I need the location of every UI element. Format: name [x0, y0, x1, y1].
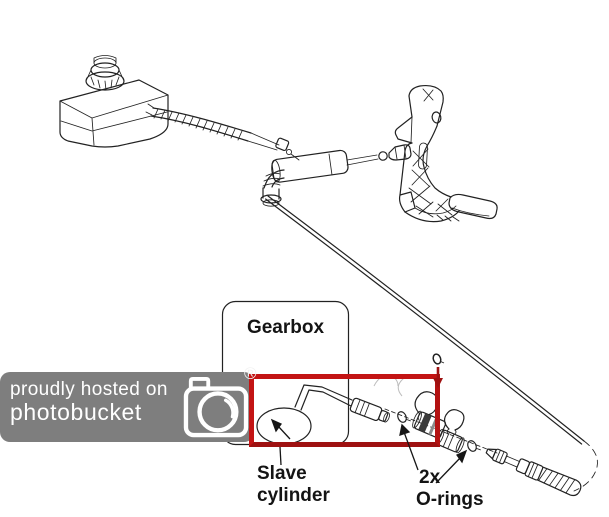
registered-mark: ®	[244, 364, 257, 383]
retaining-clip-icon	[443, 409, 465, 431]
pipe-end-coupling	[485, 448, 582, 497]
watermark-line2: photobucket	[10, 399, 142, 425]
oring-icon	[432, 353, 445, 365]
clutch-pedal	[394, 84, 498, 223]
photobucket-watermark: proudly hosted on photobucket	[0, 372, 254, 442]
fluid-reservoir	[59, 55, 169, 148]
highlight-rectangle	[249, 374, 440, 447]
hydraulic-pipe	[265, 195, 598, 492]
oring-icon	[467, 440, 481, 452]
master-cylinder	[260, 149, 349, 207]
gearbox-label: Gearbox	[246, 317, 325, 338]
slave-cylinder-label: Slave cylinder	[257, 463, 330, 506]
slave-cylinder-pointer	[270, 418, 291, 466]
oring-icon	[397, 411, 411, 423]
camera-icon	[183, 376, 249, 438]
orings-pointers	[399, 423, 468, 484]
slave-cylinder-area	[256, 375, 415, 445]
watermark-line1: proudly hosted on	[10, 379, 168, 400]
orings-count-label: 2x	[419, 467, 441, 488]
red-down-arrow	[433, 367, 443, 388]
orings-label: O-rings	[416, 489, 484, 510]
